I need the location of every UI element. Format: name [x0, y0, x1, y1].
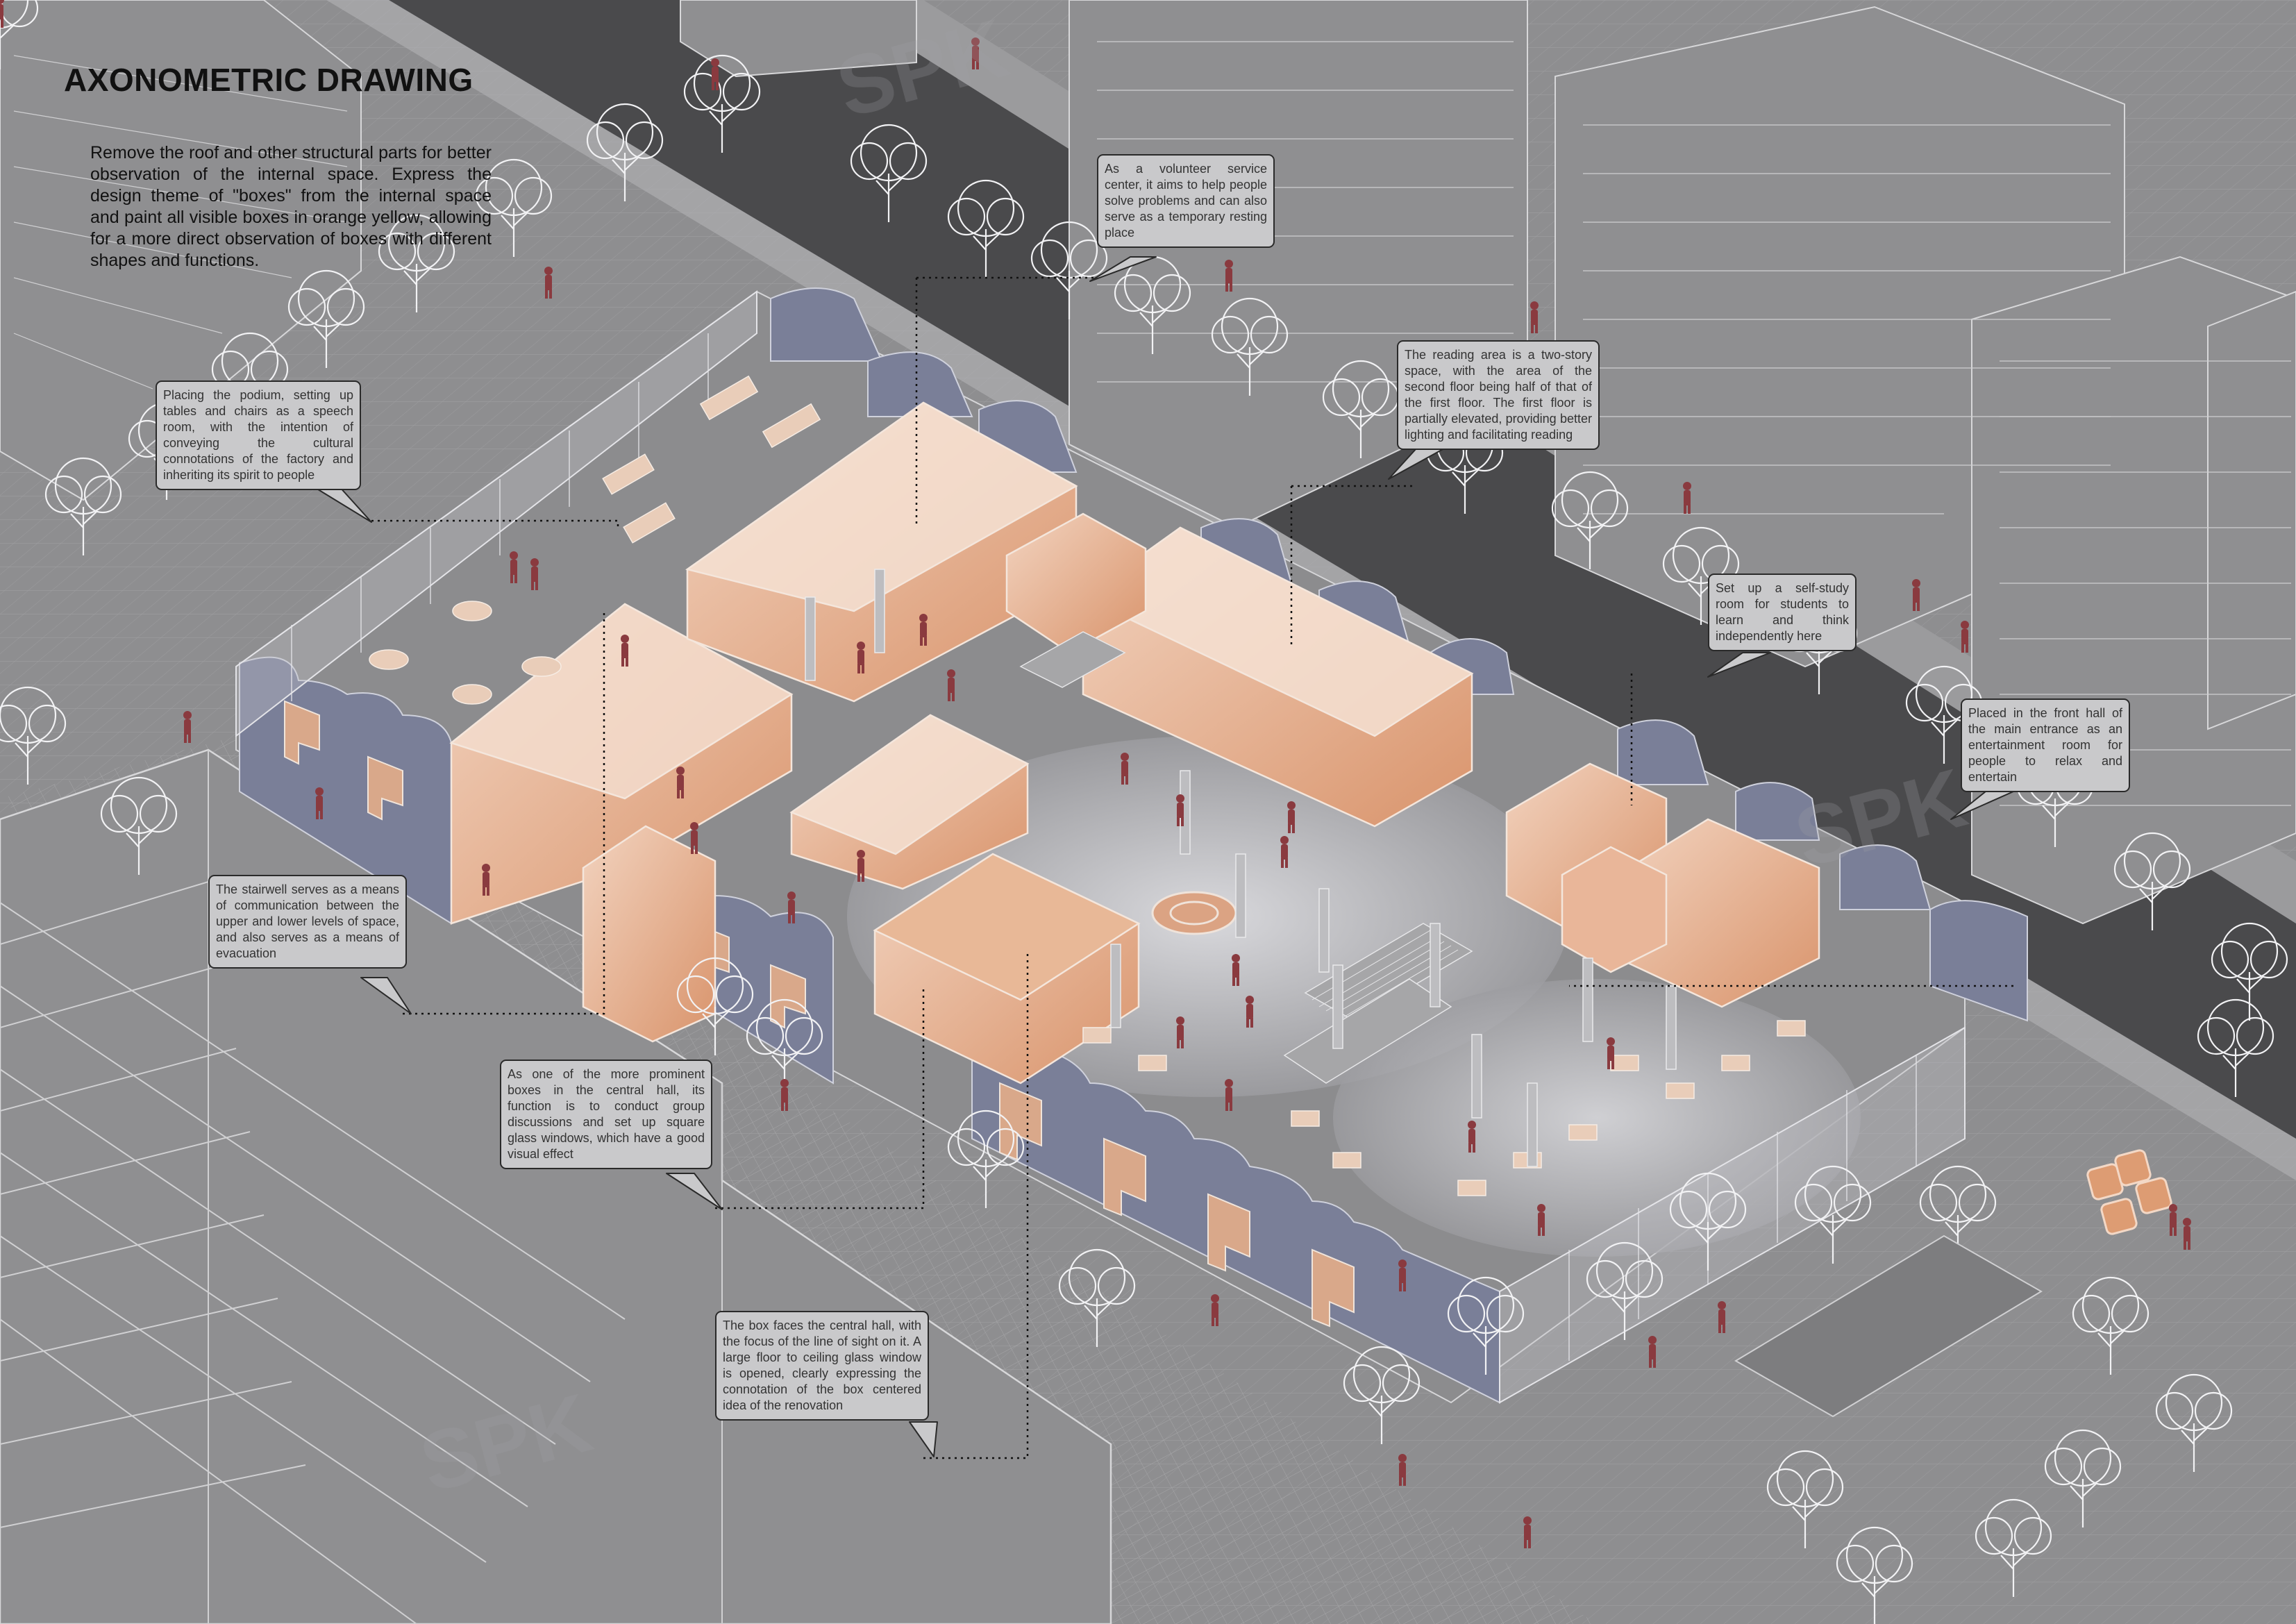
- callout-stairwell: The stairwell serves as a means of commu…: [208, 875, 407, 969]
- columns: [805, 569, 1677, 1167]
- callout-self-study: Set up a self-study room for students to…: [1708, 574, 1857, 651]
- callout-entertainment: Placed in the front hall of the main ent…: [1961, 698, 2130, 792]
- callout-discussion-box: As one of the more prominent boxes in th…: [500, 1060, 712, 1169]
- planter: [1734, 1234, 2043, 1418]
- intro-text: Remove the roof and other structural par…: [90, 143, 492, 270]
- callout-speech-room: Placing the podium, setting up tables an…: [156, 380, 361, 490]
- furniture: [369, 375, 1806, 1196]
- callout-volunteer: As a volunteer service center, it aims t…: [1097, 154, 1275, 248]
- leader-lines: [371, 276, 2013, 1459]
- circular-seating: [1151, 891, 1237, 935]
- callout-reading-area: The reading area is a two-story space, w…: [1397, 340, 1600, 450]
- people: [0, 0, 2191, 1548]
- callout-central-box: The box faces the central hall, with the…: [715, 1311, 929, 1421]
- page-title: AXONOMETRIC DRAWING: [64, 62, 474, 98]
- buildings-upper-left: [0, 0, 917, 501]
- orange-boxes: [449, 401, 1820, 1085]
- box-sculpture: [2086, 1149, 2172, 1235]
